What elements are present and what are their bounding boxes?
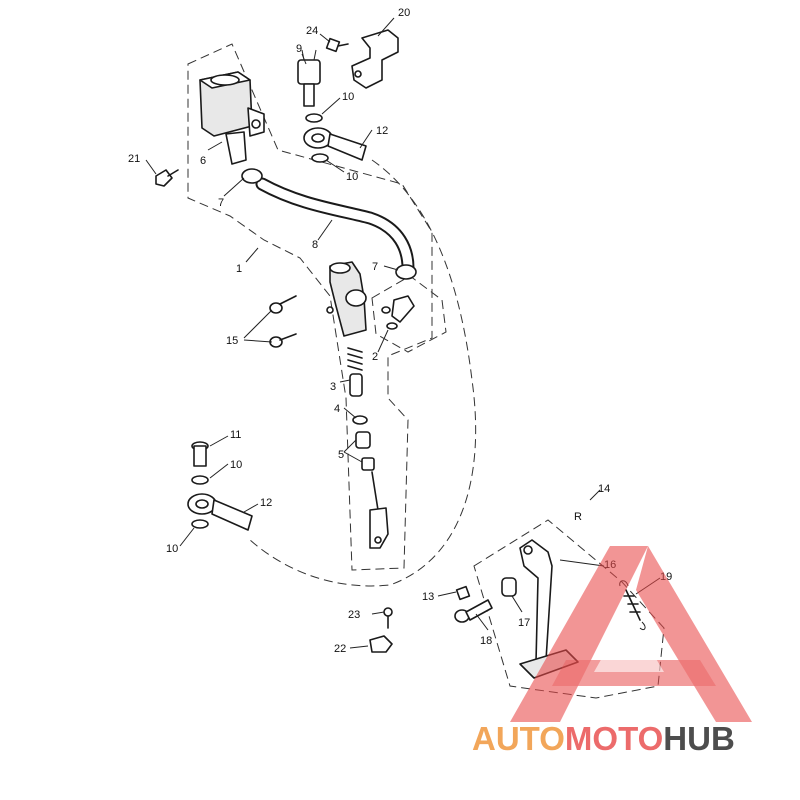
r-symbol: R: [574, 511, 582, 523]
callout-20: 20: [398, 7, 410, 19]
callout-6: 6: [200, 155, 206, 167]
elbow-part-2: [381, 295, 415, 330]
callout-7-a: 7: [218, 197, 224, 209]
piston-part-5-b: [361, 457, 375, 471]
callout-4: 4: [334, 403, 340, 415]
callout-10-a: 10: [342, 91, 354, 103]
callout-23: 23: [348, 609, 360, 621]
clamp-part-7-bottom: [395, 264, 417, 280]
watermark-text: AUTOMOTOHUB: [472, 720, 735, 757]
callout-8: 8: [312, 239, 318, 251]
ring-part-4: [352, 415, 368, 425]
piston-part-5-a: [355, 431, 371, 449]
callout-1: 1: [236, 263, 242, 275]
hose-part-8: [255, 177, 415, 275]
svg-text:AUTOMOTOHUB: AUTOMOTOHUB: [472, 720, 735, 757]
watermark-triangle-inner: [552, 660, 716, 686]
watermark-triangle-left: [510, 546, 648, 722]
clamp-part-7-top: [241, 168, 263, 184]
spring-part-3: [347, 347, 363, 397]
bolt-part-24: [325, 37, 349, 53]
assembly-outline-1: [187, 43, 433, 571]
bush-part-17: [501, 577, 517, 597]
washer-part-10-top-b: [311, 153, 329, 163]
callout-7-b: 7: [372, 261, 378, 273]
clip-part-22: [369, 635, 393, 653]
watermark-hub: HUB: [663, 720, 735, 757]
callout-2: 2: [372, 351, 378, 363]
washer-part-10-top-a: [305, 113, 323, 123]
pressure-switch-part-9: [297, 49, 321, 107]
watermark-logo: [510, 546, 752, 722]
bolt-part-18: [454, 599, 493, 623]
callout-10-b: 10: [346, 171, 358, 183]
reservoir-part-6: [199, 71, 265, 165]
callout-13: 13: [422, 591, 434, 603]
hose-route-line: [249, 159, 477, 587]
master-cylinder-body: [326, 261, 367, 337]
washer-part-10-lower-b: [191, 519, 209, 529]
assembly-outline-16: [473, 519, 665, 699]
callout-24: 24: [306, 25, 318, 37]
bolt-part-15-b: [269, 333, 297, 348]
callout-18: 18: [480, 635, 492, 647]
watermark-moto: MOTO: [565, 720, 663, 757]
washer-part-10-lower-a: [191, 475, 209, 485]
callout-17: 17: [518, 617, 530, 629]
callout-22: 22: [334, 643, 346, 655]
callout-3: 3: [330, 381, 336, 393]
bolt-part-15-a: [269, 295, 297, 314]
callout-5: 5: [338, 449, 344, 461]
watermark-auto: AUTO: [472, 720, 565, 757]
callout-10-c: 10: [230, 459, 242, 471]
bolt-part-23: [383, 607, 393, 629]
callout-12-b: 12: [260, 497, 272, 509]
banjo-fitting-part-12-lower: [187, 493, 253, 531]
banjo-fitting-part-12-top: [303, 127, 367, 161]
watermark-triangle-right: [636, 546, 752, 722]
bracket-part-20: [351, 29, 399, 89]
callout-21: 21: [128, 153, 140, 165]
callout-12-a: 12: [376, 125, 388, 137]
callout-10-d: 10: [166, 543, 178, 555]
callout-9: 9: [296, 43, 302, 55]
bolt-part-21: [155, 169, 179, 187]
callout-14: 14: [598, 483, 610, 495]
callout-15: 15: [226, 335, 238, 347]
pushrod-clevis: [369, 471, 389, 549]
nut-part-13: [455, 585, 471, 601]
bolt-part-11: [191, 441, 209, 467]
leader-lines: [145, 17, 661, 649]
callout-11: 11: [230, 429, 241, 441]
watermark-triangle-center: [594, 612, 664, 672]
